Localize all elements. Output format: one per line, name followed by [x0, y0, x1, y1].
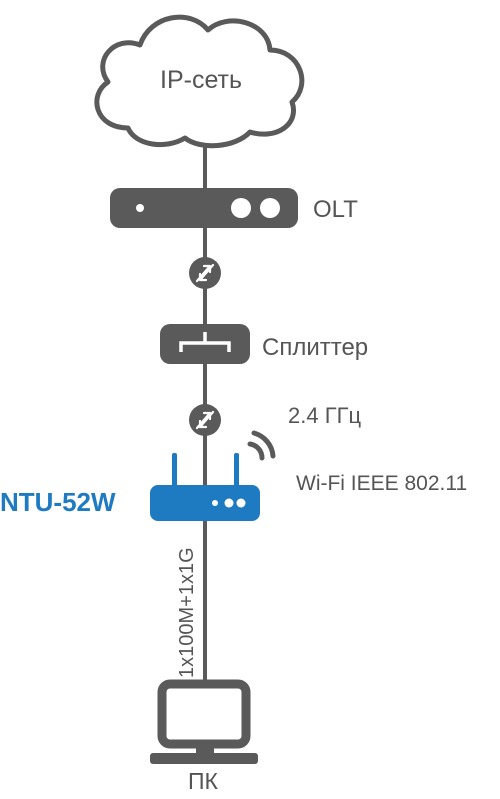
cloud-icon — [94, 14, 305, 149]
splitter-label: Сплиттер — [262, 334, 369, 361]
wifi-standard-label: Wi-Fi IEEE 802.11 — [296, 472, 468, 495]
pc-label: ПК — [188, 768, 218, 794]
olt-label: OLT — [313, 196, 358, 223]
cloud-label: IP-сеть — [160, 66, 242, 94]
ntu-label: NTU-52W — [0, 487, 116, 517]
monitor-icon — [150, 679, 258, 764]
olt-device-icon — [110, 188, 298, 228]
fiber-link-icon — [189, 404, 221, 436]
splitter-icon — [160, 324, 250, 364]
wifi-signal-icon — [247, 430, 276, 461]
link-speed-label: 1x100M+1x1G — [176, 547, 198, 678]
fiber-link-icon — [189, 257, 221, 289]
wifi-band-label: 2.4 ГГц — [288, 403, 362, 428]
wifi-router-icon — [150, 453, 260, 521]
